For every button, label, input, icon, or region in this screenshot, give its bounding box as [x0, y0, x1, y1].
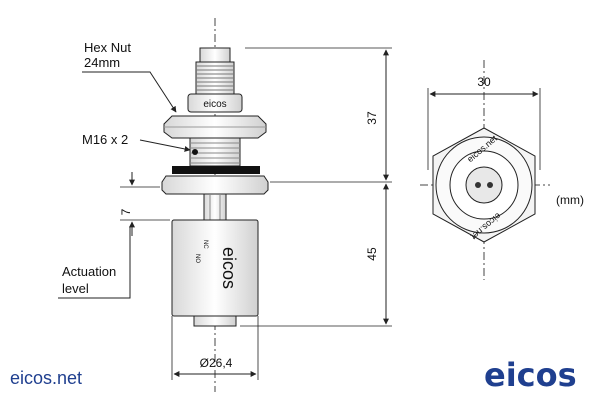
- diameter-value: Ø26,4: [200, 356, 233, 370]
- pin-left: [475, 182, 481, 188]
- diameter-dimension: Ø26,4: [171, 316, 259, 380]
- pin-right: [487, 182, 493, 188]
- thread-marker-dot: [192, 149, 198, 155]
- float-body: [171, 219, 259, 317]
- connector-top: [199, 47, 231, 63]
- callout-hex-nut: Hex Nut 24mm: [82, 40, 177, 113]
- callout-actuation: Actuation level: [58, 219, 170, 299]
- stem: [203, 193, 227, 221]
- body-height-value: 45: [365, 247, 379, 261]
- callout-thread: M16 x 2: [82, 132, 191, 152]
- bottom-cap: [193, 315, 237, 327]
- top-view: 30 eicos.net eicos.net: [420, 60, 550, 280]
- float-brand: eicos: [219, 247, 239, 289]
- actuation-level-label: level: [62, 281, 89, 296]
- thread-label: M16 x 2: [82, 132, 128, 147]
- top-height-value: 37: [365, 111, 379, 125]
- lower-flange: [161, 175, 269, 195]
- connector-socket: [465, 166, 503, 204]
- units-label: (mm): [556, 193, 584, 207]
- offset-value: 7: [119, 208, 133, 215]
- side-view: eicos eicos NO NC: [161, 18, 269, 392]
- nut-brand: eicos: [203, 99, 226, 110]
- offset-dimension: 7: [119, 172, 160, 236]
- top-view-width-value: 30: [477, 75, 491, 89]
- switch-no-label: NO: [194, 254, 200, 263]
- hex-nut-size-label: 24mm: [84, 55, 120, 70]
- height-dimensions: 37 45: [240, 47, 392, 327]
- hex-nut-label: Hex Nut: [84, 40, 131, 55]
- footer-logo: eicos: [484, 356, 577, 394]
- top-thread: [195, 61, 235, 95]
- switch-nc-label: NC: [202, 240, 208, 249]
- footer-url[interactable]: eicos.net: [10, 368, 83, 388]
- upper-nut: [187, 93, 243, 113]
- seal-ring: [172, 166, 260, 174]
- actuation-label: Actuation: [62, 264, 116, 279]
